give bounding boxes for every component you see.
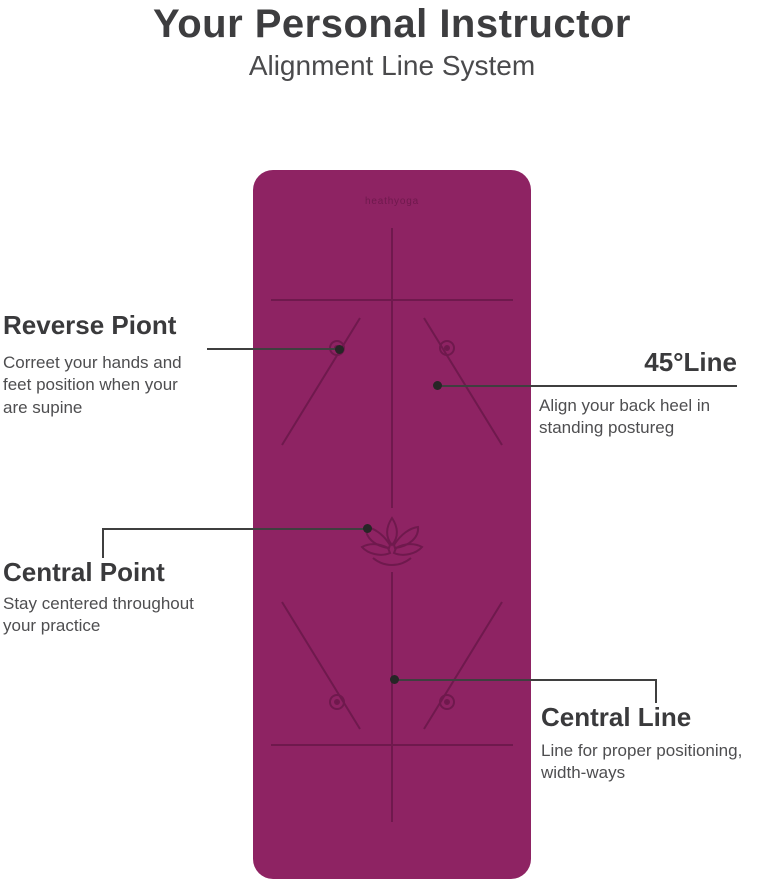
- central-line-body: Line for proper positioning, width-ways: [541, 741, 743, 783]
- target-circle-bottom-left: [329, 694, 345, 710]
- yoga-mat: heathyoga: [253, 170, 531, 879]
- page-title: Your Personal Instructor: [152, 2, 631, 46]
- central-point-heading: Central Point: [3, 557, 165, 587]
- central-point-body: Stay centered throughout your practice: [3, 594, 194, 636]
- diagonal-45-top-right: [423, 317, 503, 446]
- 45-line-connector-line: [437, 385, 737, 387]
- central-line-dot: [390, 675, 399, 684]
- 45-line-dot: [433, 381, 442, 390]
- 45-line-body: Align your back heel in standing posture…: [539, 396, 711, 438]
- reverse-point-dot: [335, 345, 344, 354]
- central-line-heading: Central Line: [541, 702, 692, 732]
- central-point-connector-drop: [102, 528, 104, 558]
- diagonal-45-bottom-right: [423, 601, 503, 730]
- reverse-point-body: Correet your hands and feet position whe…: [3, 353, 182, 417]
- central-line-connector-drop: [655, 679, 657, 703]
- 45-line-heading: 45°Line: [644, 347, 737, 377]
- mat-alignment-markings: [271, 228, 513, 822]
- reverse-point-heading: Reverse Piont: [3, 310, 177, 340]
- page-subtitle: Alignment Line System: [248, 50, 536, 81]
- reverse-point-connector-line: [207, 348, 339, 350]
- central-line-connector-line: [398, 679, 657, 681]
- mat-brand-logo: heathyoga: [365, 196, 419, 207]
- central-point-dot: [363, 524, 372, 533]
- central-point-connector-line: [103, 528, 367, 530]
- lotus-icon: [360, 516, 424, 567]
- target-circle-bottom-right: [439, 694, 455, 710]
- diagonal-45-bottom-left: [281, 601, 361, 730]
- target-circle-top-right: [439, 340, 455, 356]
- diagonal-45-top-left: [281, 317, 361, 446]
